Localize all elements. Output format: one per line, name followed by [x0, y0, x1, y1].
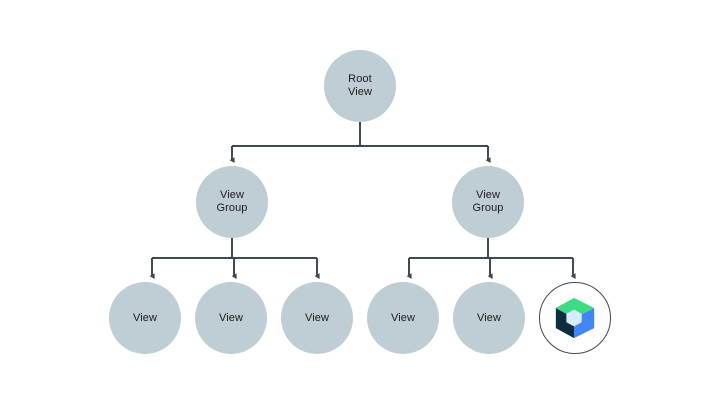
node-view-group-left[interactable]: View Group	[196, 166, 268, 238]
node-view-2-label: View	[218, 311, 244, 324]
node-view-4[interactable]: View	[367, 282, 439, 354]
node-view-group-right[interactable]: View Group	[452, 166, 524, 238]
jetpack-compose-logo-icon	[552, 295, 598, 341]
node-view-1-label: View	[132, 311, 158, 324]
node-view-5-label: View	[476, 311, 502, 324]
node-view-5[interactable]: View	[453, 282, 525, 354]
node-view-3[interactable]: View	[281, 282, 353, 354]
node-view-2[interactable]: View	[195, 282, 267, 354]
node-view-group-right-label: View Group	[472, 189, 504, 214]
node-compose[interactable]	[539, 282, 611, 354]
node-view-3-label: View	[304, 311, 330, 324]
node-view-group-left-label: View Group	[216, 189, 248, 214]
node-view-4-label: View	[390, 311, 416, 324]
node-root-view-label: Root View	[347, 73, 373, 98]
node-root-view[interactable]: Root View	[324, 50, 396, 122]
node-view-1[interactable]: View	[109, 282, 181, 354]
